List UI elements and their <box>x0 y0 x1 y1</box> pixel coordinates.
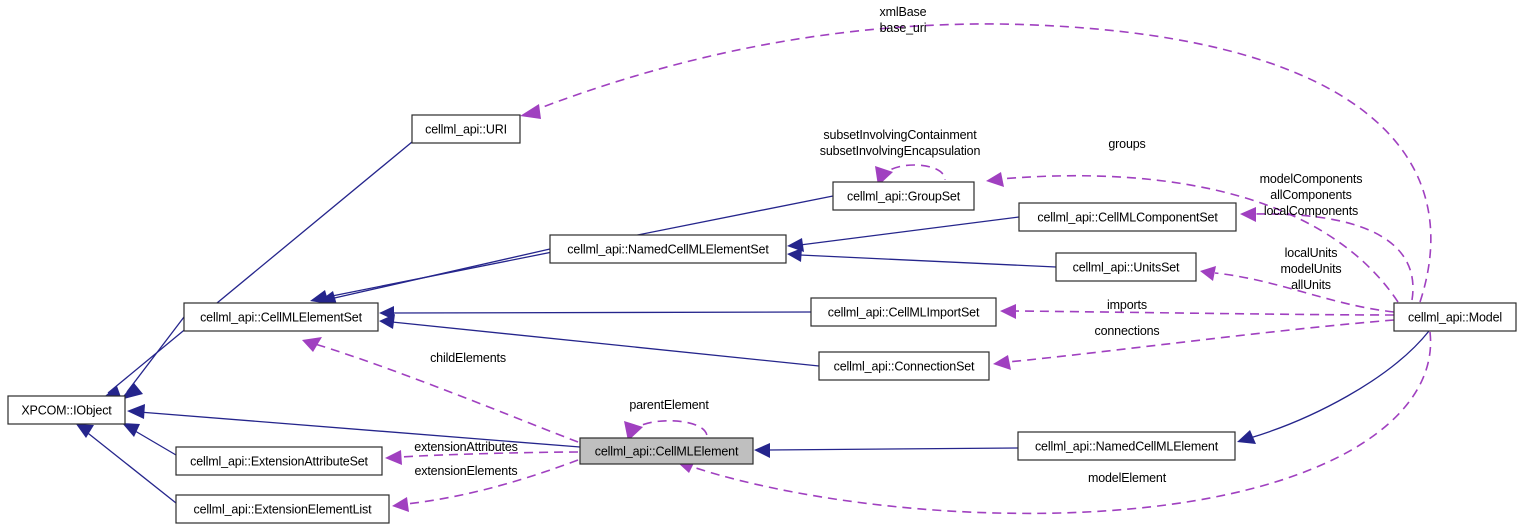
svg-text:cellml_api::CellMLElementSet: cellml_api::CellMLElementSet <box>200 310 363 324</box>
edge-label-parentelement: parentElement <box>629 398 709 412</box>
svg-text:cellml_api::URI: cellml_api::URI <box>425 122 507 136</box>
node-cellml-api-groupset[interactable]: cellml_api::GroupSet <box>832 181 975 211</box>
edge-extelemlist-to-iobject <box>76 424 177 504</box>
edge-importset-to-elementset <box>379 306 812 320</box>
node-cellml-api-cellmlelement[interactable]: cellml_api::CellMLElement <box>579 437 754 465</box>
edge-componentset-to-namedelementset <box>787 216 1020 252</box>
edge-model-imports-importset <box>1000 304 1395 319</box>
node-cellml-api-cellmlimportset[interactable]: cellml_api::CellMLImportSet <box>810 297 997 327</box>
svg-text:allComponents: allComponents <box>1270 188 1351 202</box>
edge-groupset-self-subsets <box>875 164 946 186</box>
edge-label-subsets: subsetInvolvingContainment subsetInvolvi… <box>820 128 981 158</box>
node-cellml-api-extensionelementlist[interactable]: cellml_api::ExtensionElementList <box>175 494 390 524</box>
edge-unitsset-to-namedelementset <box>787 248 1057 268</box>
svg-text:subsetInvolvingEncapsulation: subsetInvolvingEncapsulation <box>820 144 981 158</box>
node-cellml-api-unitsset[interactable]: cellml_api::UnitsSet <box>1055 252 1197 282</box>
svg-text:XPCOM::IObject: XPCOM::IObject <box>21 403 112 417</box>
edge-cellmlelement-childelements-elementset <box>302 337 579 443</box>
edge-cellmlelement-extelems-extelemlist <box>392 459 579 512</box>
node-cellml-api-cellmlcomponentset[interactable]: cellml_api::CellMLComponentSet <box>1018 202 1237 232</box>
edge-namedelement-to-cellmlelement <box>754 443 1019 458</box>
svg-text:cellml_api::GroupSet: cellml_api::GroupSet <box>847 189 961 203</box>
edge-label-extensionelements: extensionElements <box>414 464 517 478</box>
svg-text:xmlBase: xmlBase <box>880 5 927 19</box>
svg-text:cellml_api::ConnectionSet: cellml_api::ConnectionSet <box>834 359 975 373</box>
svg-text:cellml_api::CellMLElement: cellml_api::CellMLElement <box>595 444 739 458</box>
svg-text:modelComponents: modelComponents <box>1260 172 1363 186</box>
svg-text:groups: groups <box>1108 137 1145 151</box>
node-cellml-api-cellmlelementset[interactable]: cellml_api::CellMLElementSet <box>183 302 379 332</box>
node-cellml-api-connectionset[interactable]: cellml_api::ConnectionSet <box>818 351 990 381</box>
edge-cellmlelement-to-iobject <box>127 404 581 448</box>
edge-model-xmlbase-uri <box>520 23 1432 303</box>
node-cellml-api-uri[interactable]: cellml_api::URI <box>411 114 521 144</box>
edge-model-modelelement-cellmlelement <box>676 331 1432 515</box>
node-cellml-api-model[interactable]: cellml_api::Model <box>1393 302 1517 332</box>
edge-model-components-componentset <box>1240 207 1414 301</box>
svg-text:cellml_api::NamedCellMLElement: cellml_api::NamedCellMLElementSet <box>567 242 769 256</box>
svg-text:cellml_api::ExtensionAttribute: cellml_api::ExtensionAttributeSet <box>190 454 368 468</box>
edge-cellmlelement-self-parentelement <box>624 419 708 441</box>
edge-label-xmlbase: xmlBase base_uri <box>880 5 927 35</box>
svg-text:childElements: childElements <box>430 351 506 365</box>
svg-text:connections: connections <box>1094 324 1159 338</box>
node-cellml-api-extensionattributeset[interactable]: cellml_api::ExtensionAttributeSet <box>175 446 383 476</box>
node-xpcom-iobject[interactable]: XPCOM::IObject <box>7 395 126 425</box>
edge-connectionset-to-elementset <box>379 314 820 367</box>
svg-text:subsetInvolvingContainment: subsetInvolvingContainment <box>823 128 977 142</box>
svg-text:imports: imports <box>1107 298 1147 312</box>
edge-model-to-namedelement <box>1237 330 1430 444</box>
svg-text:parentElement: parentElement <box>629 398 709 412</box>
svg-text:cellml_api::Model: cellml_api::Model <box>1408 310 1502 324</box>
svg-text:cellml_api::CellMLComponentSet: cellml_api::CellMLComponentSet <box>1037 210 1218 224</box>
edge-label-connections: connections <box>1094 324 1159 338</box>
edge-label-modelelement: modelElement <box>1088 471 1167 485</box>
svg-text:modelElement: modelElement <box>1088 471 1167 485</box>
node-cellml-api-namedcellmlelement[interactable]: cellml_api::NamedCellMLElement <box>1017 431 1236 461</box>
edge-cellmlelement-extattrs-extattrset <box>385 450 579 465</box>
edge-label-components: modelComponents allComponents localCompo… <box>1260 172 1363 218</box>
edge-model-connections-connectionset <box>993 319 1395 370</box>
svg-text:cellml_api::ExtensionElementLi: cellml_api::ExtensionElementList <box>194 502 373 516</box>
edge-label-imports: imports <box>1107 298 1147 312</box>
edge-extattrset-to-iobject <box>122 423 177 456</box>
svg-text:localUnits: localUnits <box>1285 246 1338 260</box>
edge-model-units-unitsset <box>1200 266 1395 313</box>
edge-label-childelements: childElements <box>430 351 506 365</box>
node-cellml-api-namedcellmlelementset[interactable]: cellml_api::NamedCellMLElementSet <box>549 234 787 264</box>
svg-text:base_uri: base_uri <box>880 21 927 35</box>
edge-label-groups: groups <box>1108 137 1145 151</box>
class-nodes: XPCOM::IObject cellml_api::URI cellml_ap… <box>7 114 1517 524</box>
svg-text:cellml_api::UnitsSet: cellml_api::UnitsSet <box>1073 260 1180 274</box>
svg-text:allUnits: allUnits <box>1291 278 1331 292</box>
edge-label-extensionattributes: extensionAttributes <box>414 440 518 454</box>
edge-namedelementset-to-elementset <box>318 248 551 305</box>
edge-label-units: localUnits modelUnits allUnits <box>1280 246 1341 292</box>
edge-model-groups-groupset <box>986 172 1399 303</box>
svg-text:cellml_api::NamedCellMLElement: cellml_api::NamedCellMLElement <box>1035 439 1219 453</box>
svg-text:localComponents: localComponents <box>1264 204 1358 218</box>
svg-text:cellml_api::CellMLImportSet: cellml_api::CellMLImportSet <box>828 305 980 319</box>
svg-text:extensionAttributes: extensionAttributes <box>414 440 517 454</box>
svg-text:modelUnits: modelUnits <box>1280 262 1341 276</box>
edge-labels: xmlBase base_uri subsetInvolvingContainm… <box>414 5 1362 485</box>
association-edges: URI --> GroupSet --> CellMLComponentSet … <box>302 23 1432 515</box>
edge-elementset-to-iobject <box>120 316 185 400</box>
svg-text:extensionElements: extensionElements <box>414 464 517 478</box>
